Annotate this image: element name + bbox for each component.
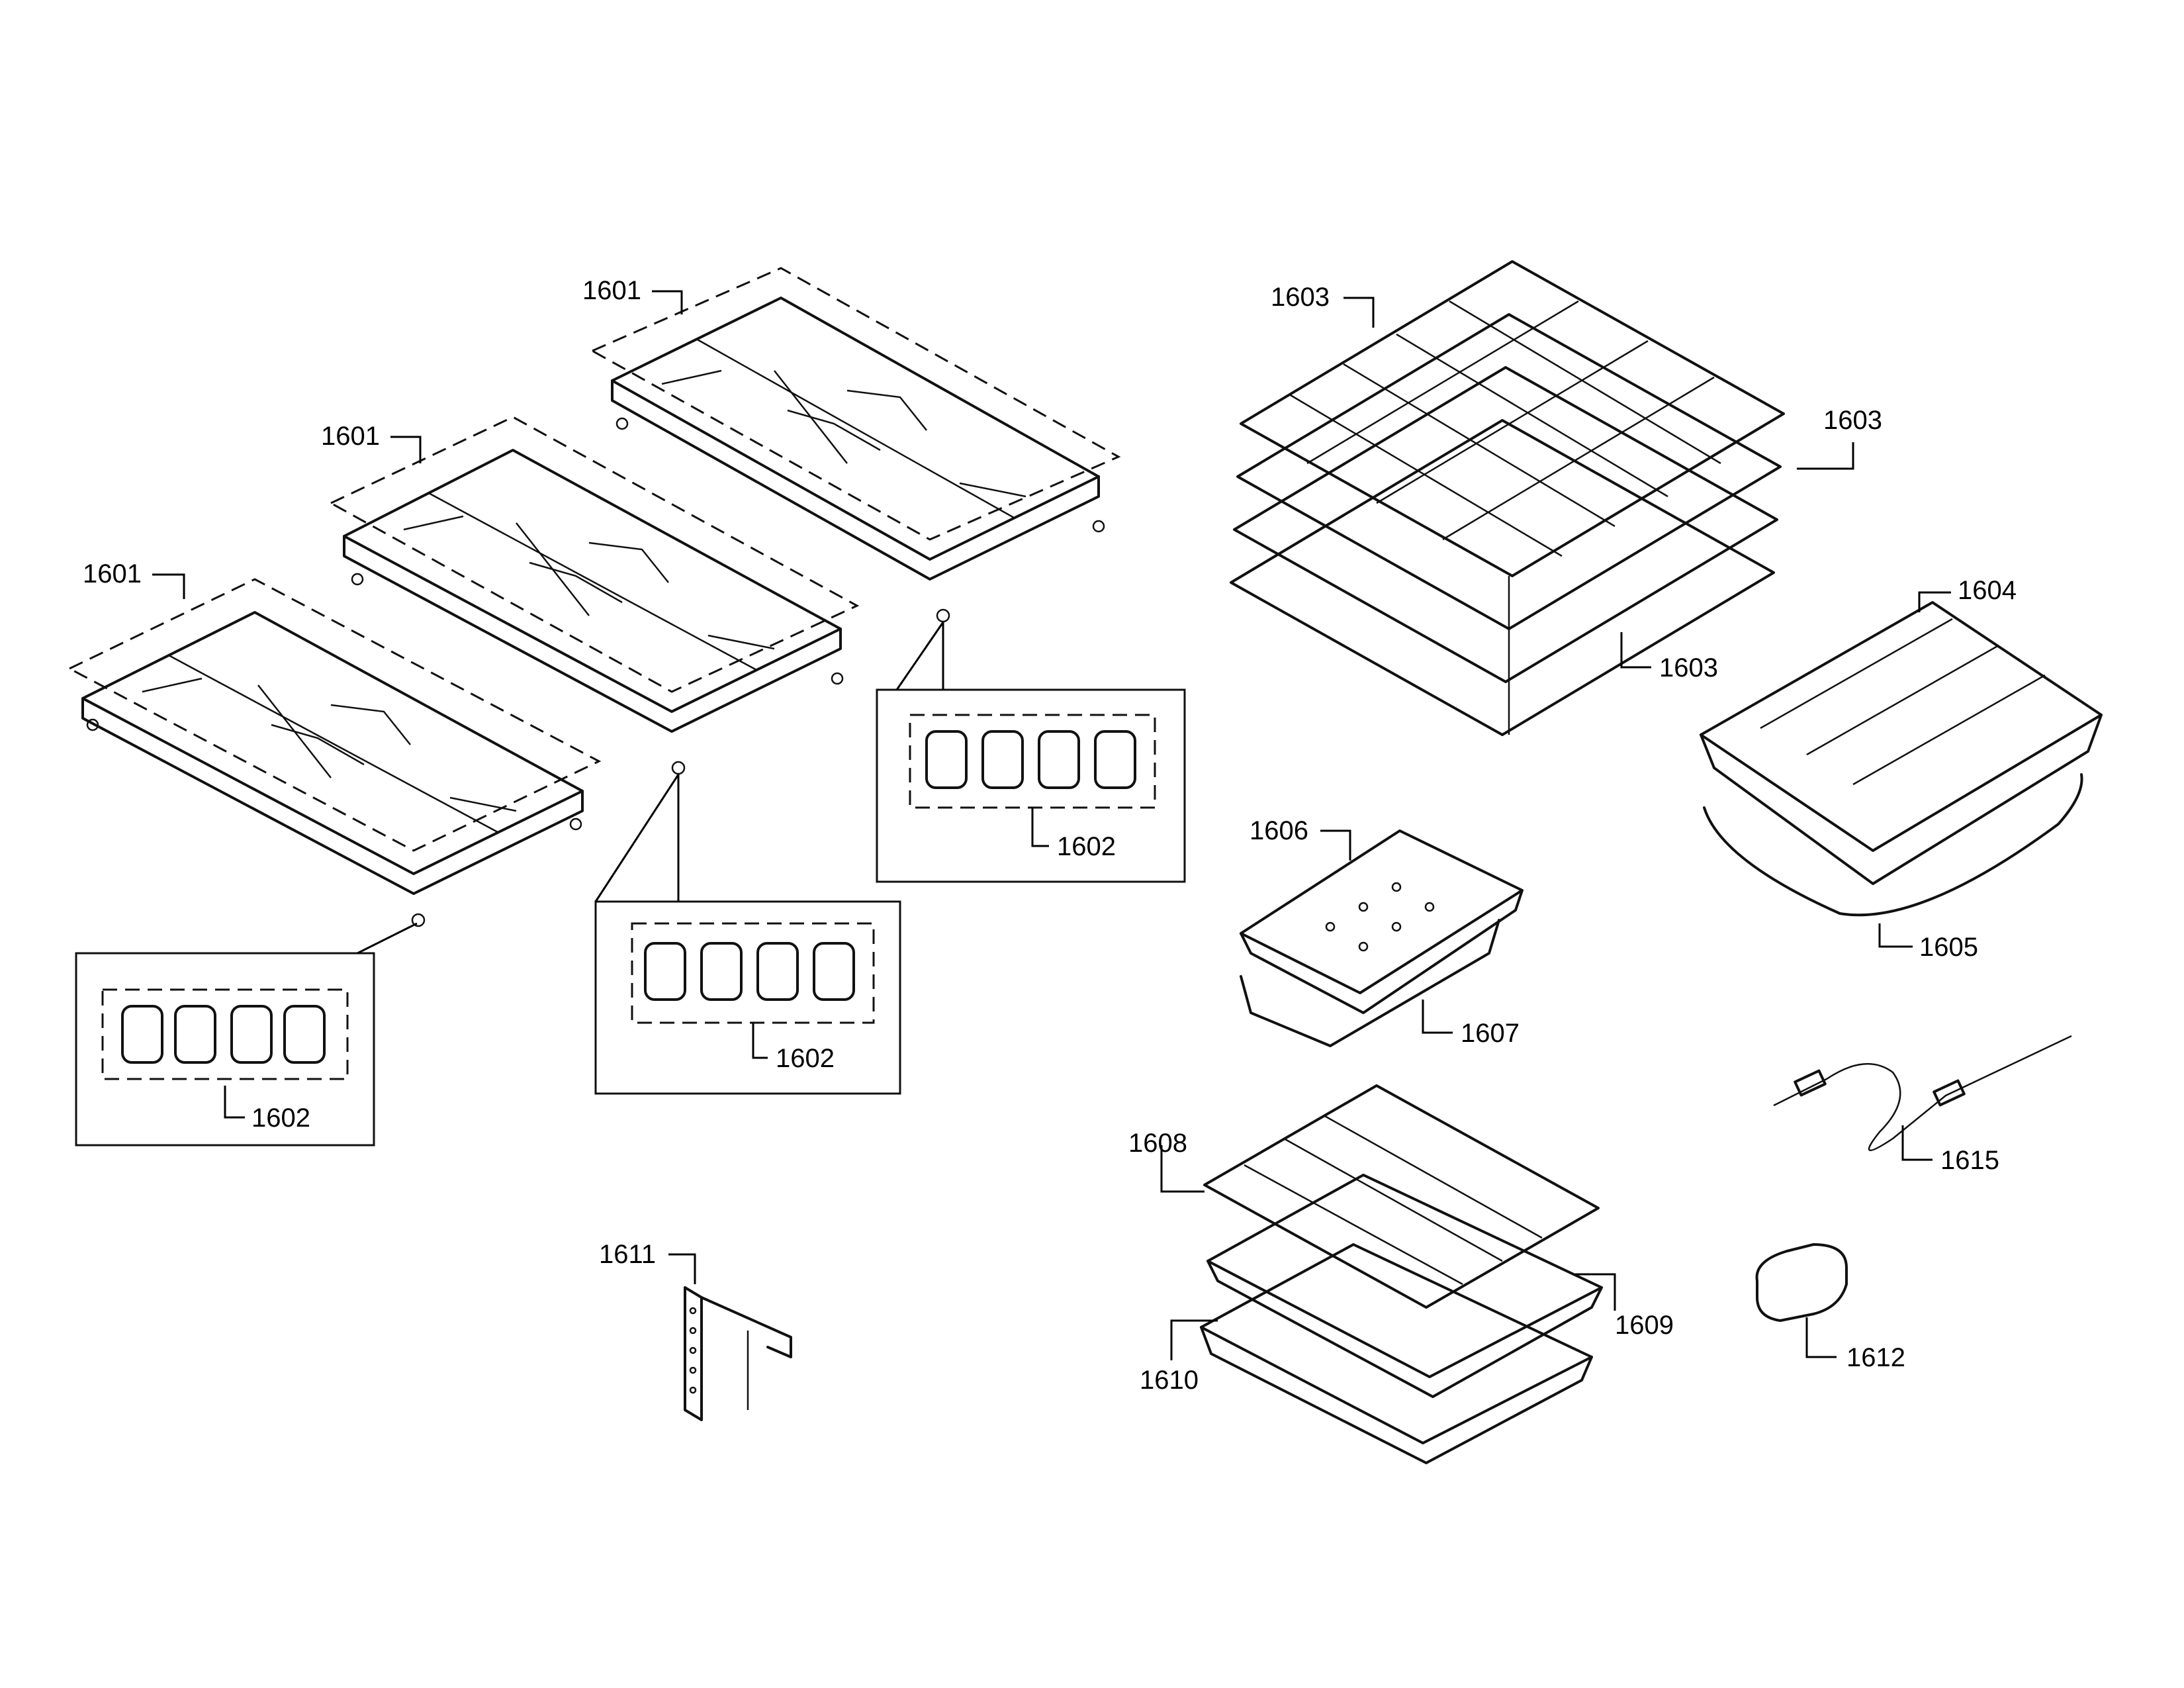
leader-1603-side <box>1797 442 1854 470</box>
callout-1615: 1615 <box>1940 1146 1999 1175</box>
leader-1601-left <box>152 573 185 599</box>
leader-1607 <box>1422 1000 1453 1034</box>
callout-1603-top: 1603 <box>1271 283 1330 312</box>
grate-middle <box>328 416 860 733</box>
rubber-feet <box>121 1005 326 1064</box>
leader-1602-left <box>224 1086 245 1119</box>
callout-1602-left: 1602 <box>251 1103 310 1133</box>
grate-left <box>67 578 602 895</box>
callout-1609: 1609 <box>1615 1311 1674 1340</box>
leader-1601-right <box>652 290 683 314</box>
callout-1604: 1604 <box>1958 576 2017 605</box>
oven-racks <box>1230 260 1785 736</box>
callout-1605: 1605 <box>1919 933 1978 962</box>
leader-1602-middle <box>752 1023 768 1059</box>
callout-1601-left: 1601 <box>83 559 142 588</box>
callout-1601-middle: 1601 <box>321 422 380 451</box>
callout-1610: 1610 <box>1140 1366 1199 1395</box>
rubber-feet <box>925 730 1136 789</box>
callout-1611: 1611 <box>599 1240 656 1269</box>
leader-1610 <box>1170 1319 1218 1360</box>
bracket <box>684 1286 792 1421</box>
callout-1606: 1606 <box>1250 816 1308 845</box>
leader-1602-right <box>1031 808 1049 847</box>
feet-box-middle <box>594 761 901 1095</box>
leader-1603-top <box>1343 297 1375 328</box>
leader-1601-middle <box>390 436 422 463</box>
callout-1602-right: 1602 <box>1057 832 1116 861</box>
leader-1606 <box>1320 829 1351 861</box>
leader-1605 <box>1878 923 1913 948</box>
bake-set <box>1200 1084 1603 1464</box>
leader-1604 <box>1918 591 1951 612</box>
grate-right <box>590 267 1121 581</box>
callout-1607: 1607 <box>1461 1019 1520 1048</box>
callout-1601-right: 1601 <box>582 276 641 305</box>
broiler-pan-set <box>1700 601 2103 917</box>
leader-1603-bottom <box>1620 632 1651 669</box>
meat-probe <box>1773 1035 2072 1151</box>
leader-1608 <box>1160 1145 1205 1193</box>
callout-1602-middle: 1602 <box>776 1044 835 1073</box>
leader-1611 <box>668 1253 696 1284</box>
small-pan-set <box>1240 829 1524 1047</box>
callout-1608: 1608 <box>1128 1129 1187 1158</box>
callout-1603-bottom: 1603 <box>1659 653 1718 682</box>
sponge <box>1755 1243 1848 1322</box>
rubber-feet <box>644 942 855 1001</box>
callout-1603-side: 1603 <box>1823 406 1882 435</box>
callout-1612: 1612 <box>1846 1343 1905 1372</box>
feet-box-left <box>75 913 426 1147</box>
leader-1609 <box>1575 1273 1616 1311</box>
leader-1612 <box>1805 1317 1837 1358</box>
leader-1615 <box>1901 1125 1933 1161</box>
feet-box-right <box>876 608 1186 883</box>
